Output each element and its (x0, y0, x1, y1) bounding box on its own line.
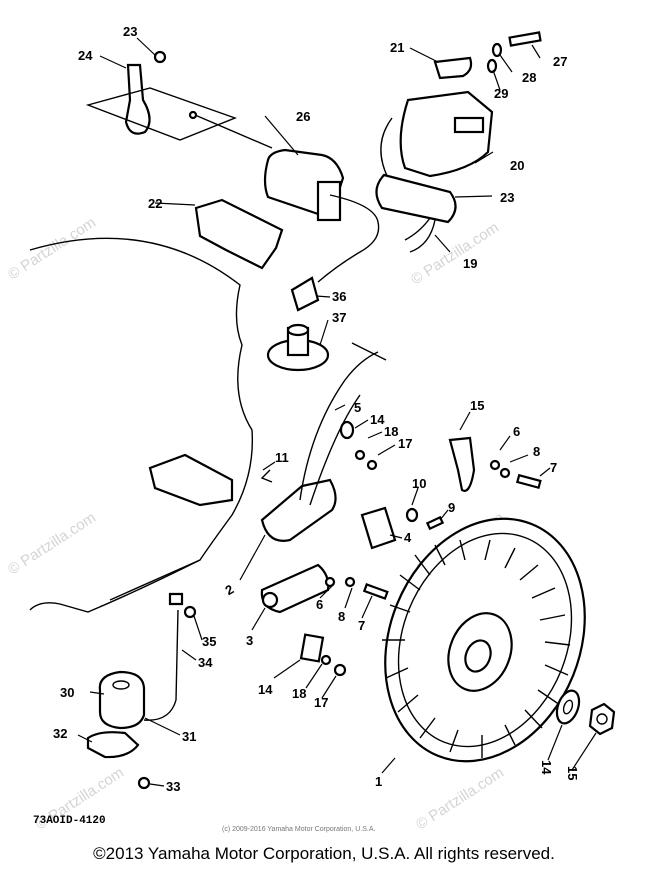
callout-21: 21 (390, 40, 404, 55)
callout-32: 32 (53, 726, 67, 741)
bracket-22 (154, 198, 284, 270)
callout-18-mid: 18 (384, 424, 398, 439)
plug-cap-37 (266, 323, 330, 372)
callout-10: 10 (412, 476, 426, 491)
callouts: 23 24 21 27 28 29 26 20 22 23 19 36 37 1… (53, 24, 580, 794)
ignition-coil-20 (380, 90, 494, 179)
flywheel-1 (382, 517, 586, 763)
callout-37: 37 (332, 310, 346, 325)
callout-3: 3 (246, 633, 253, 648)
watermark-1: © Partzilla.com (5, 214, 99, 283)
callout-18-lower: 18 (292, 686, 306, 701)
crankcase-outline (29, 237, 254, 613)
callout-20: 20 (510, 158, 524, 173)
callout-8-lower: 8 (338, 609, 345, 624)
callout-28: 28 (522, 70, 536, 85)
callout-6-lower: 6 (316, 597, 323, 612)
callout-14-mid: 14 (370, 412, 385, 427)
nut-15 (588, 702, 616, 736)
engine-stop-lead (148, 453, 273, 507)
callout-7-lower: 7 (358, 618, 365, 633)
callout-23-top: 23 (123, 24, 137, 39)
callout-35: 35 (202, 634, 216, 649)
bracket-24 (85, 50, 237, 141)
washer-14 (555, 689, 581, 725)
crankcase-inner-line (109, 559, 201, 601)
callout-17-mid: 17 (398, 436, 412, 451)
callout-11: 11 (275, 450, 289, 465)
condenser-23 (375, 173, 457, 253)
callout-7-right: 7 (550, 460, 557, 475)
small-hardware (299, 420, 542, 677)
callout-1: 1 (375, 774, 382, 789)
callout-17-lower: 17 (314, 695, 328, 710)
watermark-2: © Partzilla.com (408, 219, 502, 288)
callout-15-right: 15 (565, 766, 580, 780)
callout-24: 24 (78, 48, 93, 63)
callout-9: 9 (448, 500, 455, 515)
callout-6-right: 6 (513, 424, 520, 439)
callout-29: 29 (494, 86, 508, 101)
lighting-coil-4 (360, 506, 397, 550)
ignition-coil-26 (188, 110, 380, 312)
callout-22: 22 (148, 196, 162, 211)
footer-copyright: ©2013 Yamaha Motor Corporation, U.S.A. A… (93, 844, 555, 863)
callout-23-right: 23 (500, 190, 514, 205)
callout-14-lower: 14 (258, 682, 273, 697)
leader-lines (77, 37, 597, 787)
callout-15-top: 15 (470, 398, 484, 413)
callout-30: 30 (60, 685, 74, 700)
diagram-copyright: (c) 2009-2016 Yamaha Motor Corporation, … (222, 826, 375, 833)
callout-31: 31 (182, 729, 196, 744)
callout-4: 4 (404, 530, 412, 545)
callout-5: 5 (354, 400, 361, 415)
screw-hardware-top (433, 31, 542, 80)
callout-34: 34 (198, 655, 213, 670)
callout-19: 19 (463, 256, 477, 271)
callout-33: 33 (166, 779, 180, 794)
drawing-number: 73AOID-4120 (33, 815, 106, 827)
callout-8-right: 8 (533, 444, 540, 459)
callout-26: 26 (296, 109, 310, 124)
callout-2: 2 (223, 581, 237, 598)
callout-14-right: 14 (539, 760, 554, 775)
neutral-switch-30 (86, 592, 197, 790)
callout-27: 27 (553, 54, 567, 69)
watermark-3: © Partzilla.com (5, 509, 99, 578)
callout-36: 36 (332, 289, 346, 304)
watermark-5: © Partzilla.com (413, 764, 507, 833)
cdi-unit-2 (260, 342, 387, 542)
